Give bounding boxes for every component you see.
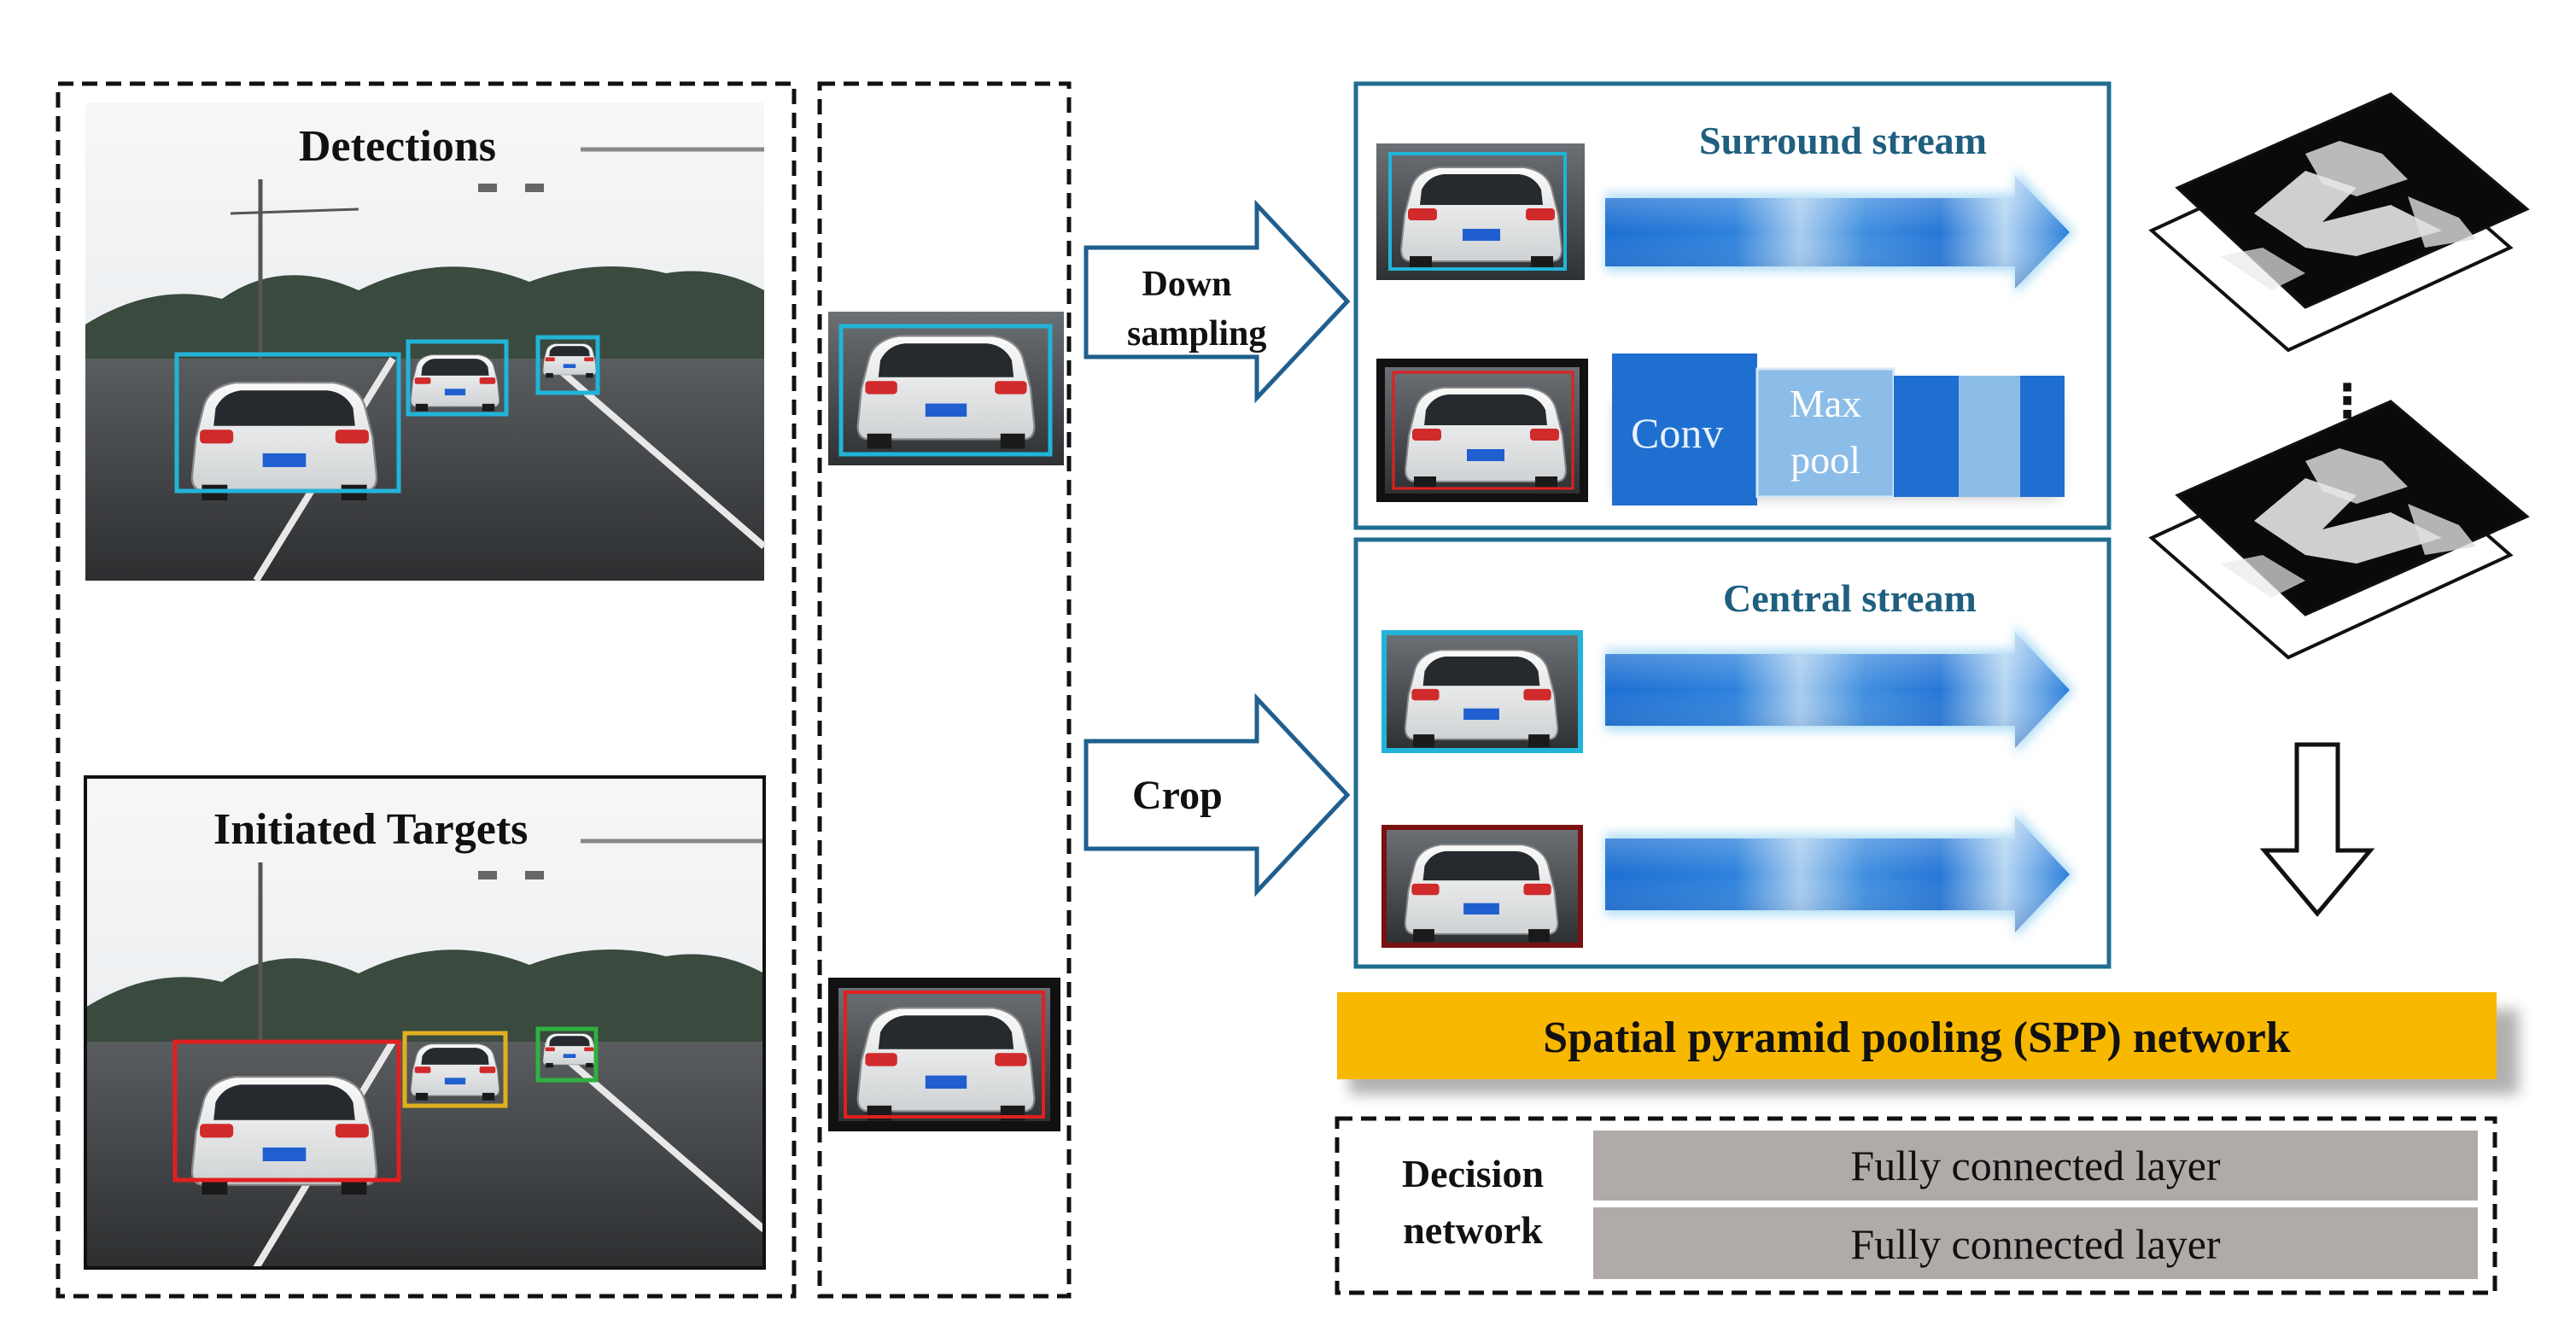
fc-layer-1-label: Fully connected layer <box>1850 1142 2221 1189</box>
feature-map-stack-2 <box>2148 400 2530 660</box>
targets-scene <box>85 777 767 1271</box>
conv-maxpool-blocks <box>1612 353 2065 505</box>
target-patch <box>828 978 1060 1131</box>
detection-box <box>174 352 401 494</box>
fc-layer-1 <box>1593 1131 2478 1201</box>
surround-stream-title: Surround stream <box>1699 119 1987 162</box>
maxpool-block <box>1755 367 1895 499</box>
crop-arrow <box>1084 692 1351 897</box>
central-stream-title: Central stream <box>1723 576 1977 620</box>
feature-map-stack-1 <box>2148 92 2530 353</box>
conv-block <box>1612 353 1757 505</box>
central-thumb-1 <box>1381 630 1583 753</box>
central-stream-box <box>1353 537 2112 969</box>
fc-layer-2 <box>1593 1207 2478 1279</box>
central-arrow-2 <box>1605 809 2075 939</box>
target-box-red <box>172 1039 401 1183</box>
maxpool-line1: Max <box>1789 382 1862 425</box>
patch-panel-border <box>817 81 1072 1299</box>
detection-box <box>406 339 509 417</box>
detections-label: Detections <box>299 122 497 171</box>
decision-line2: network <box>1403 1208 1543 1252</box>
central-arrow-1 <box>1605 625 2075 755</box>
targets-label: Initiated Targets <box>213 805 529 854</box>
surround-thumb-2 <box>1376 359 1588 502</box>
scene-panel-border <box>55 81 797 1299</box>
surround-arrow-1 <box>1605 169 2075 295</box>
crop-label: Crop <box>1132 773 1223 818</box>
decision-network-label: Decision network <box>1358 1154 1588 1250</box>
fc-layer-2-label: Fully connected layer <box>1850 1220 2221 1268</box>
spp-label: Spatial pyramid pooling (SPP) network <box>1543 1014 2291 1062</box>
detection-patch <box>828 312 1064 465</box>
detections-scene <box>85 102 767 583</box>
target-box-yellow <box>402 1031 508 1108</box>
spp-bar <box>1337 992 2497 1079</box>
maxpool-label: Max pool <box>1776 384 1875 480</box>
decision-network-border <box>1335 1116 2497 1295</box>
target-box-green <box>535 1026 599 1083</box>
down-sampling-line1: Down <box>1142 265 1232 304</box>
decision-line1: Decision <box>1401 1152 1545 1195</box>
down-sampling-arrow <box>1084 199 1351 404</box>
surround-stream-box <box>1353 81 2112 530</box>
down-arrow-to-spp <box>2259 742 2375 917</box>
central-thumb-2 <box>1381 825 1583 948</box>
down-sampling-line2: sampling <box>1127 314 1267 353</box>
targets-scene-border <box>84 775 766 1270</box>
surround-thumb-1 <box>1376 143 1585 280</box>
conv-label: Conv <box>1631 409 1724 457</box>
down-sampling-label: Down sampling <box>1127 265 1267 353</box>
maxpool-line2: pool <box>1790 438 1860 482</box>
detection-box <box>535 335 600 395</box>
